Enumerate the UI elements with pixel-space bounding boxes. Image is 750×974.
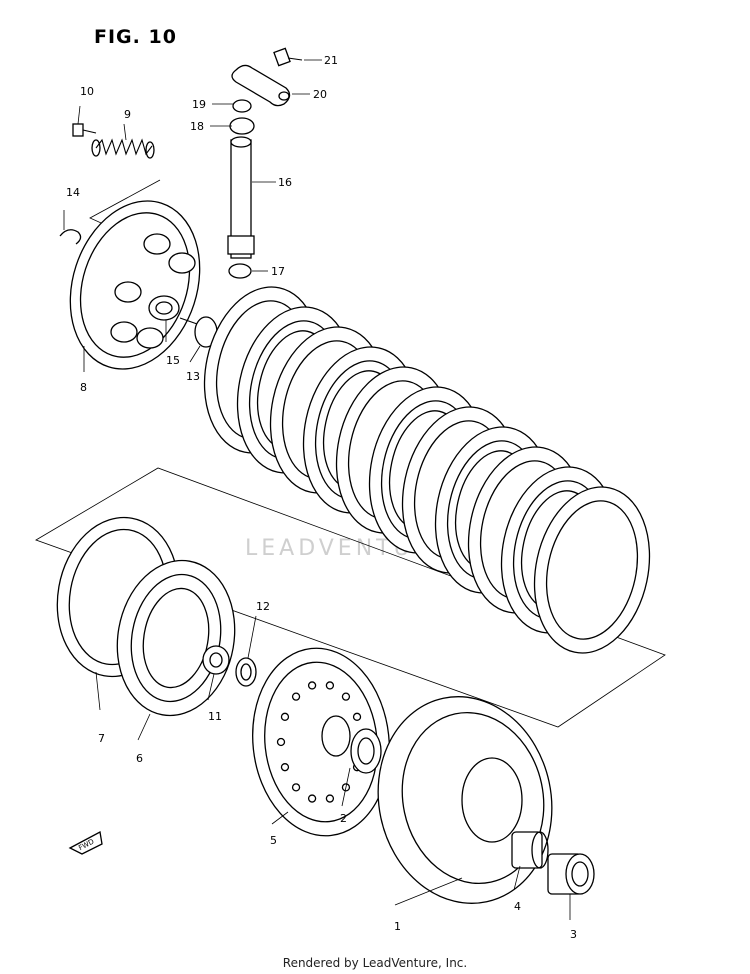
callout-21: 21	[324, 54, 338, 67]
callout-5: 5	[270, 834, 277, 847]
callout-1: 1	[394, 920, 401, 933]
clutch-plates-group-outline	[35, 467, 666, 728]
hub-hole	[307, 681, 317, 690]
part-clutch-housing	[377, 696, 553, 904]
hub-hole	[352, 712, 362, 721]
callout-17: 17	[271, 265, 285, 278]
callout-leader	[123, 123, 127, 141]
callout-12: 12	[256, 600, 270, 613]
hub-hole	[291, 692, 301, 701]
hub-hole	[341, 783, 351, 792]
hub-hole	[280, 712, 290, 721]
callout-leader	[341, 767, 351, 807]
part-spacer	[202, 645, 230, 675]
callout-15: 15	[166, 354, 180, 367]
callout-leader	[513, 865, 521, 891]
callout-18: 18	[190, 120, 204, 133]
part-washer-19	[232, 99, 252, 113]
callout-14: 14	[66, 186, 80, 199]
callout-leader	[77, 105, 81, 125]
fwd-arrow: FWD	[68, 831, 103, 855]
figure-title: FIG. 10	[94, 26, 177, 48]
footer-credit: Rendered by LeadVenture, Inc.	[282, 956, 468, 970]
callout-8: 8	[80, 381, 87, 394]
part-spacer-3	[547, 853, 595, 895]
callout-leader	[189, 345, 201, 363]
part-seal-18	[229, 117, 255, 135]
clutch-plate	[533, 486, 651, 654]
part-release-shaft	[227, 136, 255, 259]
part-drive-plate-lower	[116, 559, 236, 717]
part-spring	[91, 138, 155, 159]
part-bolt-21	[273, 47, 303, 67]
callout-6: 6	[136, 752, 143, 765]
part-release-lever	[231, 64, 291, 107]
callout-leader	[247, 615, 257, 659]
callout-leader	[394, 877, 463, 906]
callout-3: 3	[570, 928, 577, 941]
clutch-plate-stack	[203, 286, 651, 654]
callout-13: 13	[186, 370, 200, 383]
callout-4: 4	[514, 900, 521, 913]
hub-hole	[325, 794, 335, 803]
callout-leader	[207, 673, 215, 701]
callout-19: 19	[192, 98, 206, 111]
part-thrust-washer	[350, 728, 382, 774]
hub-hole	[325, 681, 335, 690]
callout-leader	[137, 713, 151, 741]
part-needle-bearing	[511, 831, 549, 869]
part-circlip	[59, 229, 82, 245]
callout-10: 10	[80, 85, 94, 98]
part-sleeve-hub	[252, 647, 390, 837]
hub-hole	[276, 737, 286, 747]
hub-hole	[341, 692, 351, 701]
part-washer-12	[235, 657, 257, 687]
hub-hole	[291, 783, 301, 792]
part-pressure-plate	[69, 200, 201, 370]
hub-hole	[280, 763, 290, 772]
callout-leader	[271, 811, 289, 825]
hub-hole	[307, 794, 317, 803]
callout-leader	[95, 671, 101, 711]
callout-7: 7	[98, 732, 105, 745]
callout-20: 20	[313, 88, 327, 101]
hub-holes	[276, 681, 366, 803]
callout-16: 16	[278, 176, 292, 189]
callout-9: 9	[124, 108, 131, 121]
callout-2: 2	[340, 812, 347, 825]
callout-11: 11	[208, 710, 222, 723]
part-bolt-10	[72, 123, 97, 137]
part-bearing-17	[228, 263, 252, 279]
